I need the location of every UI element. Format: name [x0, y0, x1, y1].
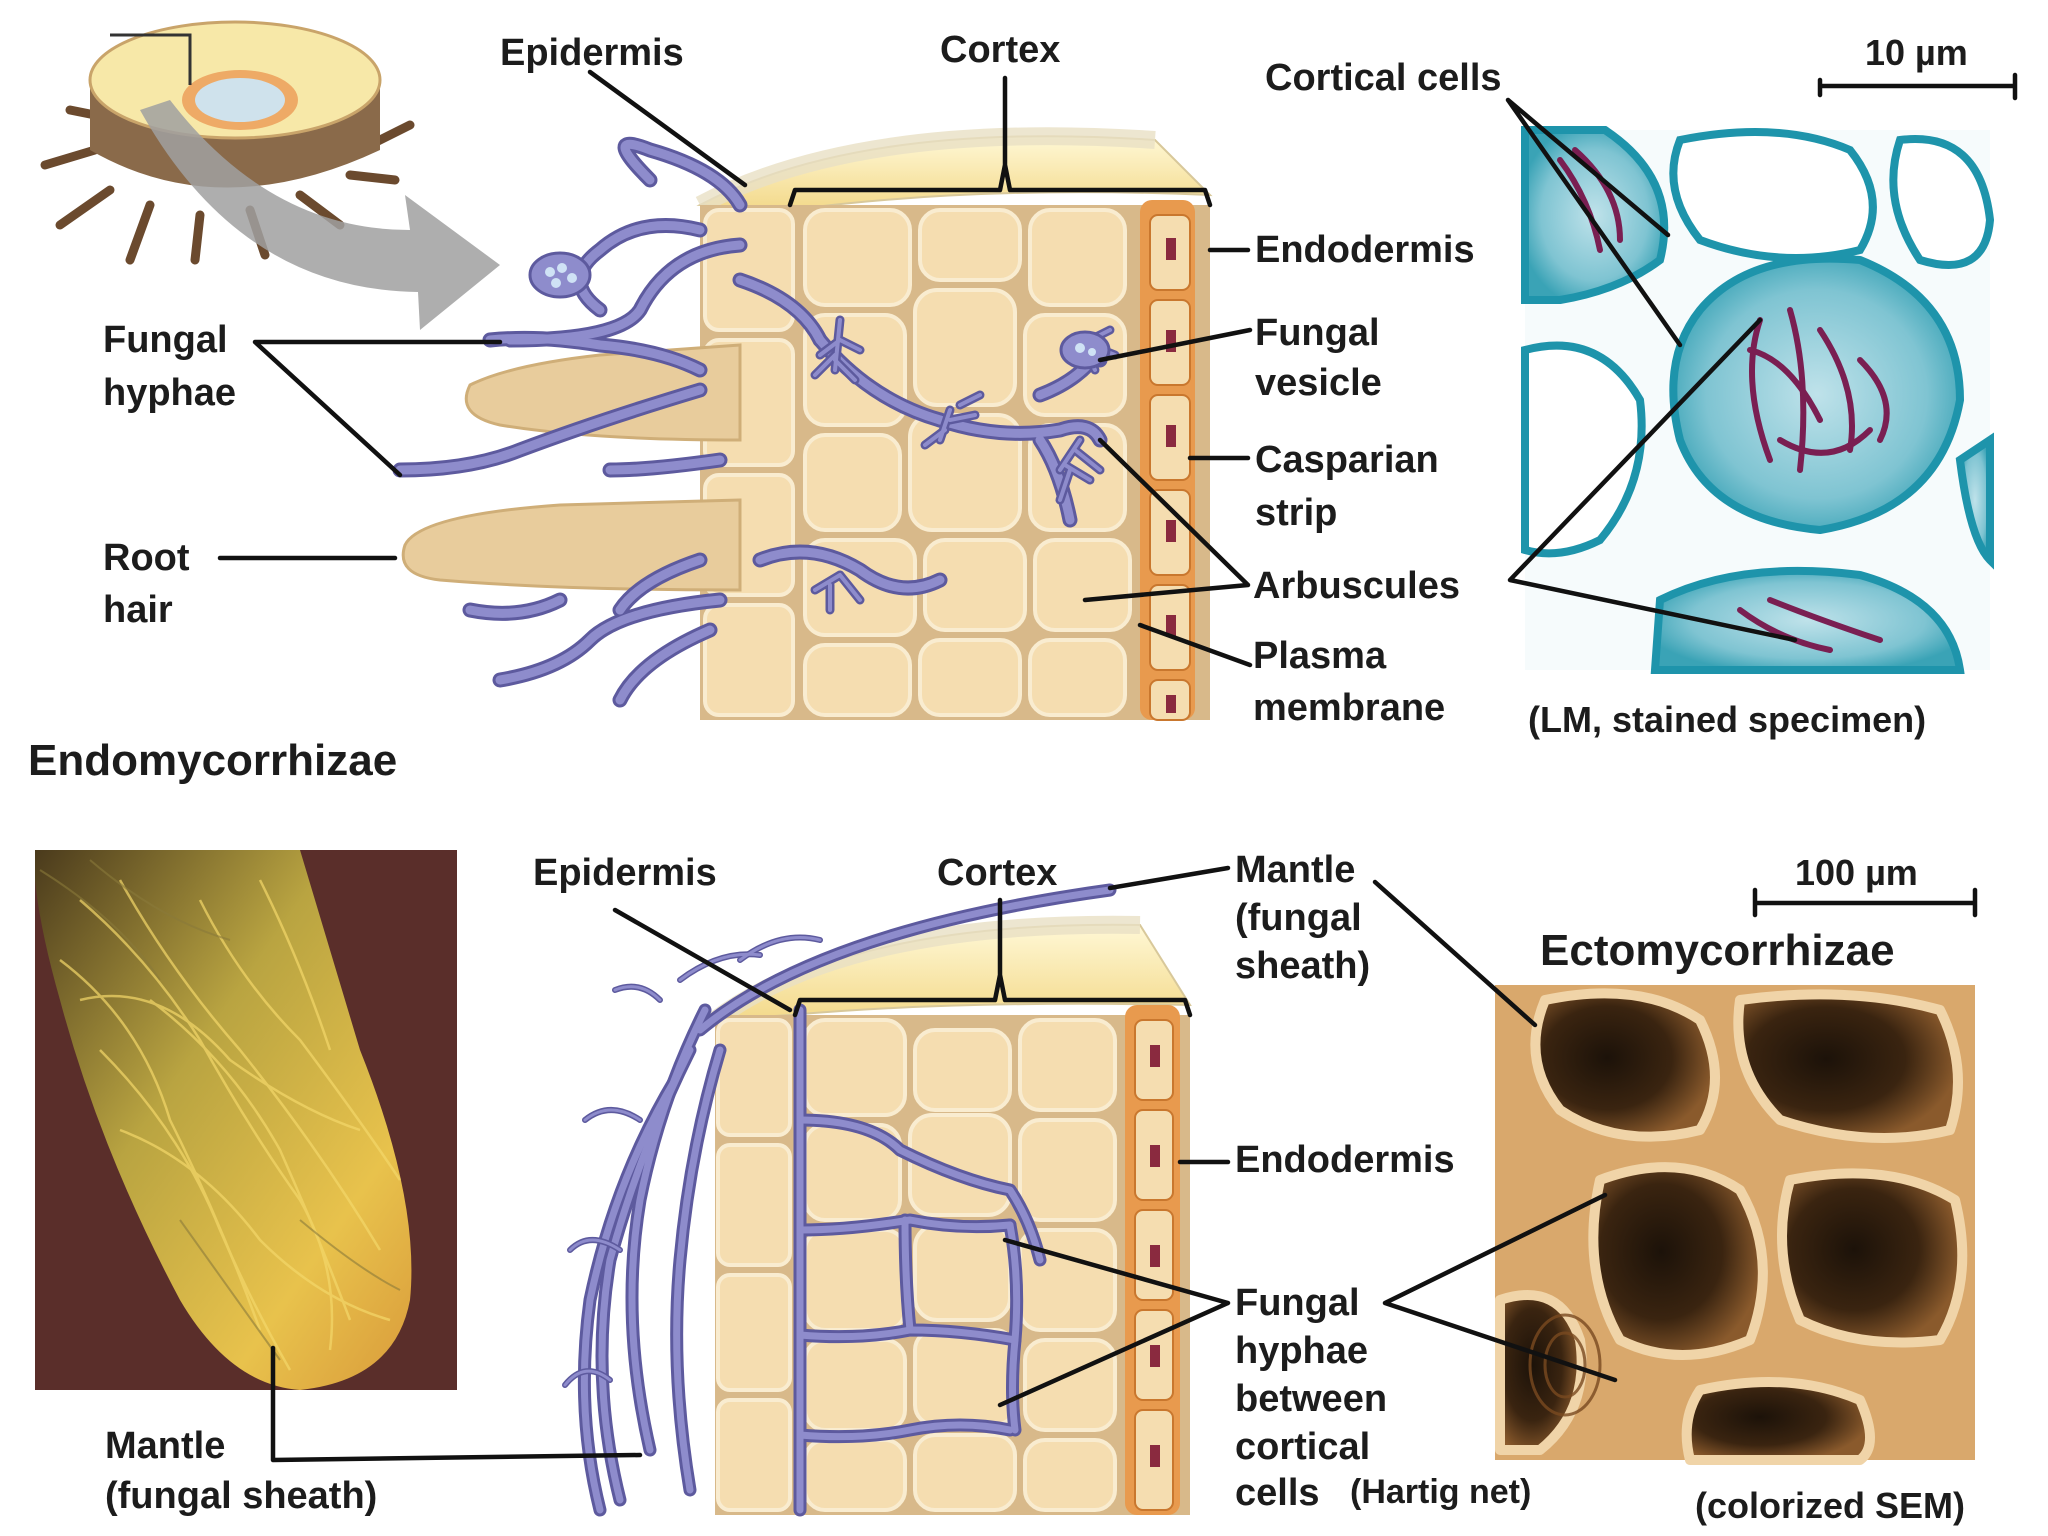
- label-mantle-1: Mantle: [1235, 849, 1355, 891]
- label-endodermis: Endodermis: [1255, 229, 1475, 271]
- endo-root-tissue: [401, 127, 1213, 721]
- label-hyphae-4: cortical: [1235, 1426, 1370, 1468]
- ecto-hyphae: [562, 883, 1117, 1517]
- sem-caption: (colorized SEM): [1695, 1485, 1965, 1526]
- label-plasma-1: Plasma: [1253, 635, 1387, 677]
- label-fungal-vesicle-2: vesicle: [1255, 362, 1382, 404]
- label-casparian-1: Casparian: [1255, 439, 1439, 481]
- endo-hyphae: [392, 136, 1120, 708]
- label-casparian-2: strip: [1255, 492, 1337, 534]
- label-mantle-2: (fungal: [1235, 897, 1362, 939]
- root-section-icon: [40, 20, 415, 265]
- label-hyphae-2: hyphae: [1235, 1330, 1368, 1372]
- sem-micrograph: [1495, 985, 1975, 1465]
- ecto-label-endodermis: Endodermis: [1235, 1139, 1455, 1181]
- ecto-leader-lines: [270, 865, 1978, 1463]
- label-hyphae-5: cells: [1235, 1472, 1320, 1514]
- label-mantle-3: sheath): [1235, 945, 1370, 987]
- label-hartig-net: (Hartig net): [1350, 1473, 1531, 1511]
- label-cortex: Cortex: [940, 29, 1060, 71]
- label-fungal-vesicle-1: Fungal: [1255, 312, 1380, 354]
- label-fungal-hyphae-2: hyphae: [103, 372, 236, 414]
- label-scale-10um: 10 µm: [1865, 32, 1968, 73]
- label-scale-100um: 100 µm: [1795, 852, 1918, 893]
- label-root-hair-2: hair: [103, 589, 173, 631]
- endo-labels: Epidermis Cortex Cortical cells 10 µm En…: [28, 29, 1968, 785]
- label-hyphae-1: Fungal: [1235, 1282, 1360, 1324]
- lm-micrograph: [1521, 126, 1995, 674]
- zoom-arrow: [140, 100, 500, 330]
- ecto-label-cortex: Cortex: [937, 852, 1057, 894]
- label-root-hair-1: Root: [103, 537, 190, 579]
- ecto-label-epidermis: Epidermis: [533, 852, 717, 894]
- label-fungal-hyphae-1: Fungal: [103, 319, 228, 361]
- label-hyphae-3: between: [1235, 1378, 1387, 1420]
- section-title-ecto: Ectomycorrhizae: [1540, 926, 1895, 975]
- endo-leader-lines: [217, 69, 2018, 668]
- label-epidermis: Epidermis: [500, 32, 684, 74]
- lm-caption: (LM, stained specimen): [1528, 699, 1926, 740]
- label-plasma-2: membrane: [1253, 687, 1445, 729]
- section-title-endo: Endomycorrhizae: [28, 736, 397, 785]
- ecto-labels: Epidermis Cortex Mantle (fungal sheath) …: [105, 849, 1965, 1526]
- label-mantle-left-2: (fungal sheath): [105, 1475, 377, 1517]
- label-cortical-cells: Cortical cells: [1265, 57, 1502, 99]
- label-arbuscules: Arbuscules: [1253, 565, 1460, 607]
- label-mantle-left-1: Mantle: [105, 1425, 225, 1467]
- mantle-photo: [35, 850, 457, 1390]
